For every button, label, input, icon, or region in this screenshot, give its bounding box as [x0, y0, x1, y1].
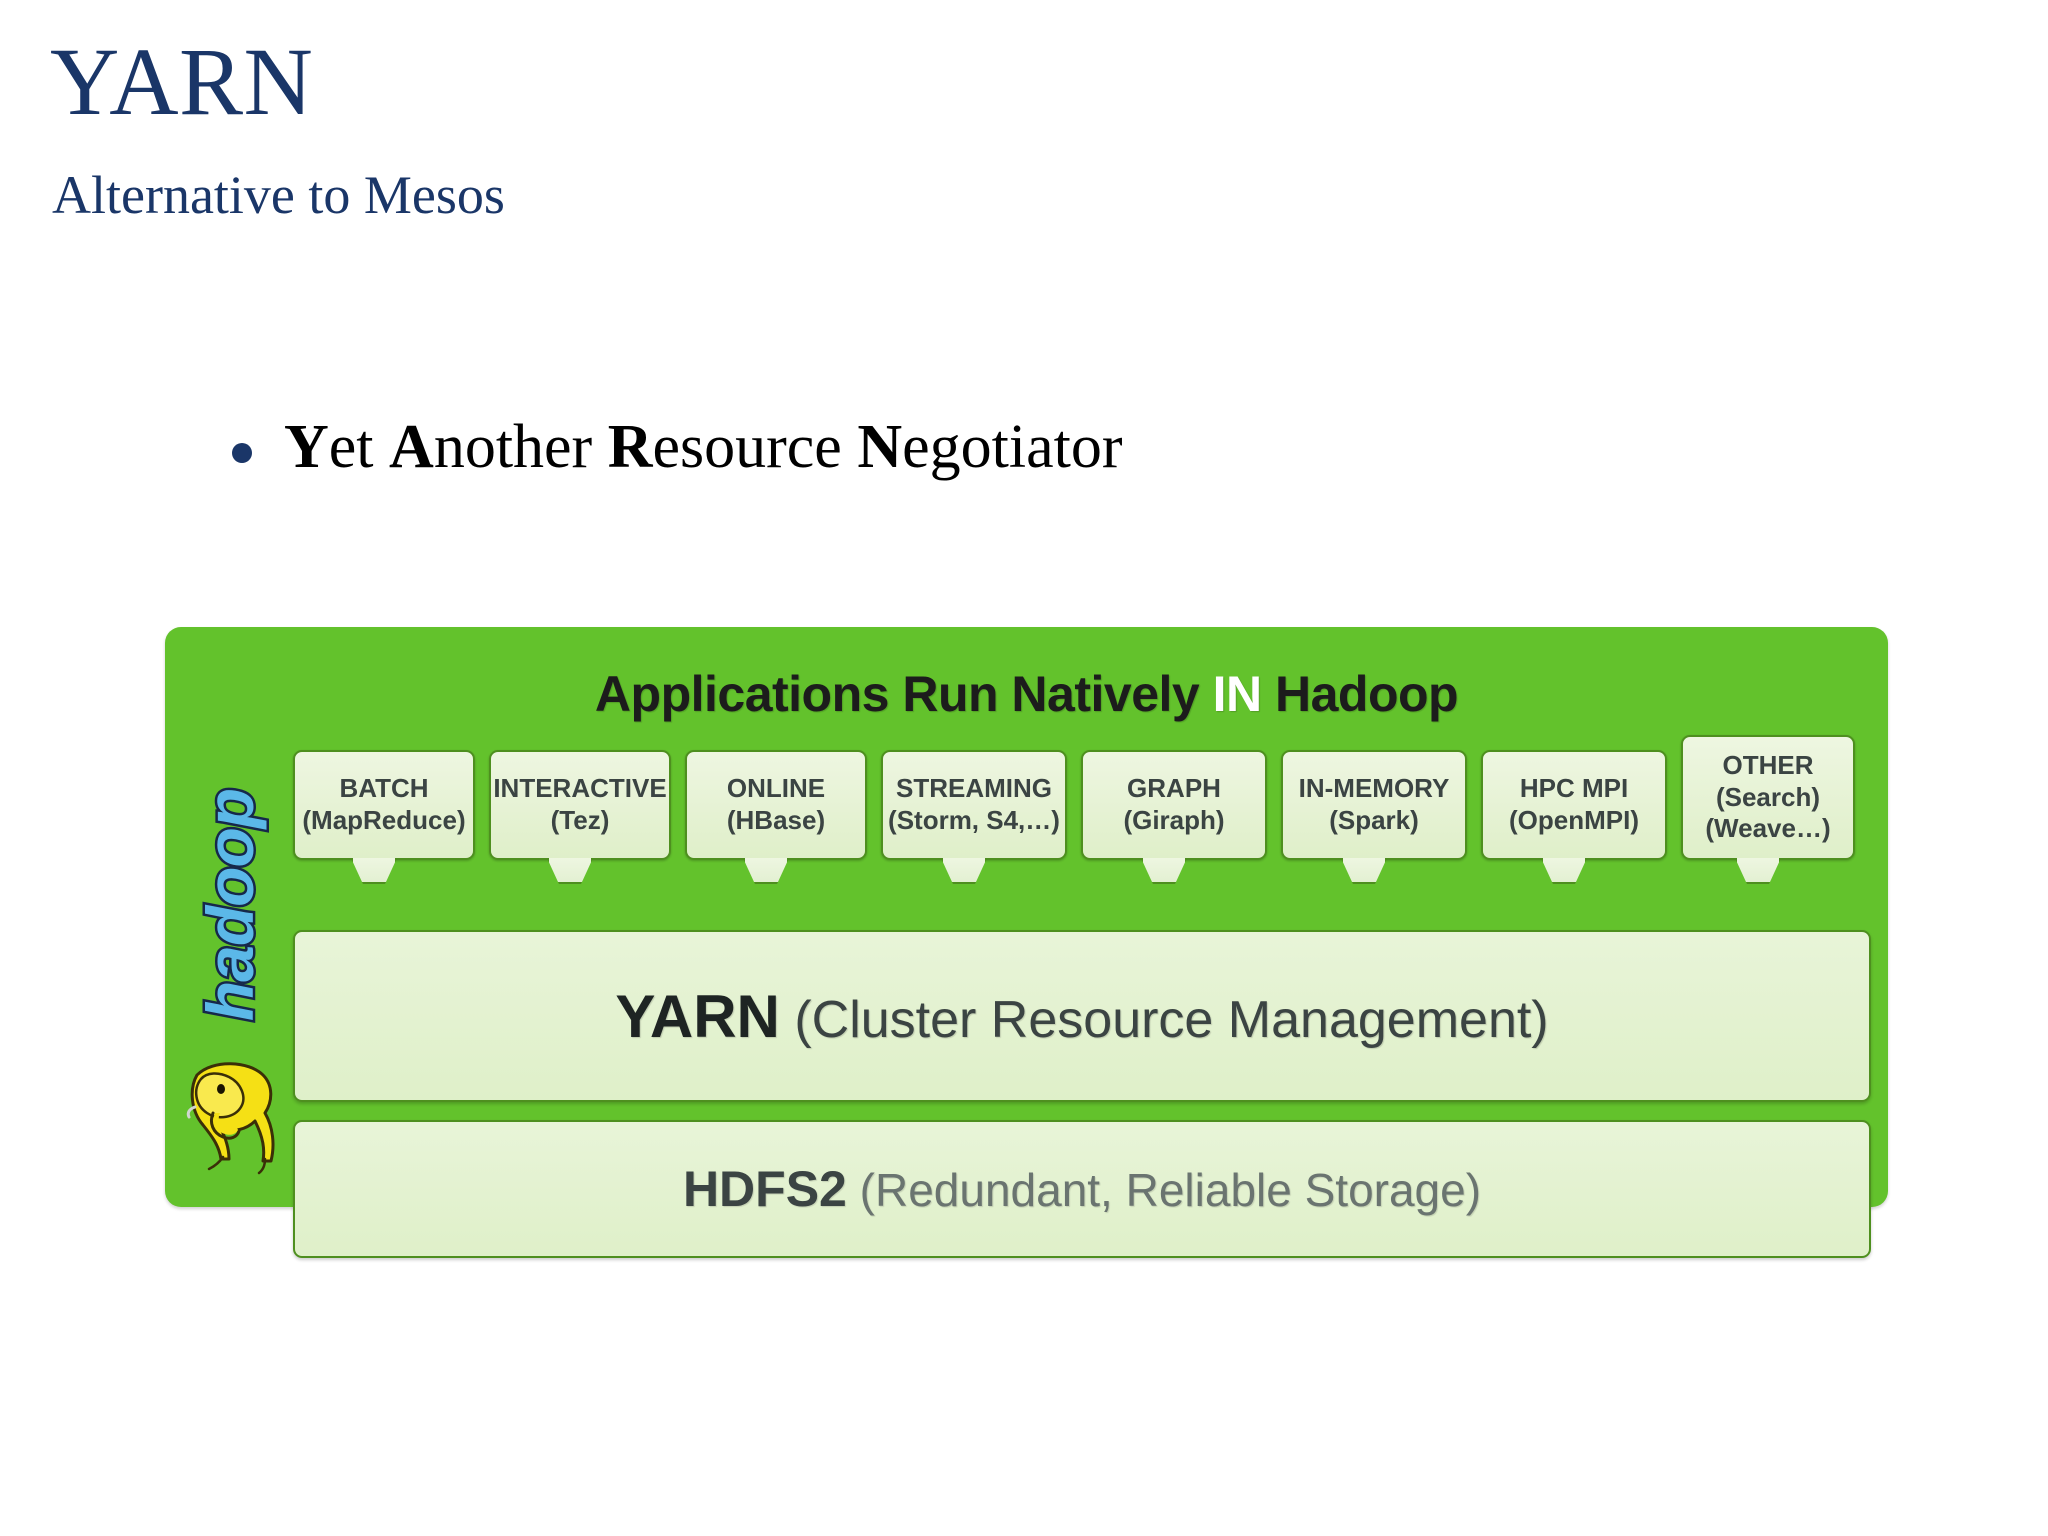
app-box-in-memory-subtitle: (Spark)	[1329, 805, 1419, 835]
bullet-initial-a: A	[389, 413, 434, 481]
hdfs-layer-description: (Redundant, Reliable Storage)	[846, 1164, 1482, 1216]
app-box-online[interactable]: ONLINE (HBase)	[685, 750, 867, 860]
connector-stem-other	[1735, 858, 1781, 884]
diagram-heading: Applications Run Natively IN Hadoop	[165, 665, 1888, 723]
connector-stem-hpc-mpi	[1541, 858, 1587, 884]
app-box-interactive-subtitle: (Tez)	[550, 805, 610, 835]
diagram-heading-part1: Applications Run Natively	[594, 666, 1213, 722]
app-box-other-subtitle2: (Weave…)	[1705, 813, 1831, 844]
app-box-online-title: ONLINE	[726, 773, 826, 804]
app-box-in-memory-title: IN-MEMORY	[1298, 773, 1450, 804]
app-box-batch-title: BATCH	[339, 773, 429, 804]
app-box-graph-subtitle: (Giraph)	[1123, 805, 1225, 835]
app-box-hpc-mpi[interactable]: HPC MPI (OpenMPI)	[1481, 750, 1667, 860]
bullet-word-yet: et	[328, 413, 390, 481]
app-box-streaming-title: STREAMING	[896, 773, 1052, 804]
page-title: YARN	[50, 28, 314, 135]
app-box-interactive-title: INTERACTIVE	[493, 773, 667, 804]
app-box-online-subtitle: (HBase)	[726, 805, 826, 835]
bullet-word-resource: esource	[652, 413, 858, 481]
connector-stem-in-memory	[1341, 858, 1387, 884]
yarn-layer-description: (Cluster Resource Management)	[779, 990, 1549, 1049]
connector-stem-streaming	[941, 858, 987, 884]
bullet-point-icon	[232, 443, 252, 463]
app-box-other[interactable]: OTHER (Search) (Weave…)	[1681, 735, 1855, 860]
hadoop-stack-diagram: Applications Run Natively IN Hadoop hado…	[165, 627, 1888, 1258]
app-box-in-memory[interactable]: IN-MEMORY (Spark)	[1281, 750, 1467, 860]
bullet-text: Yet Another Resource Negotiator	[284, 413, 1123, 481]
app-box-other-subtitle: (Search)	[1715, 781, 1821, 812]
hadoop-logo: hadoop	[175, 737, 283, 1187]
bullet-list-item: Yet Another Resource Negotiator	[232, 413, 1123, 481]
hadoop-elephant-icon	[186, 1062, 275, 1175]
bullet-initial-r: R	[607, 413, 653, 481]
app-box-batch[interactable]: BATCH (MapReduce)	[293, 750, 475, 860]
app-box-hpc-mpi-title: HPC MPI	[1519, 773, 1629, 804]
bullet-word-negotiator: egotiator	[902, 413, 1123, 481]
bullet-initial-y: Y	[284, 413, 329, 481]
app-box-other-title: OTHER	[1722, 749, 1814, 780]
connector-stem-online	[743, 858, 789, 884]
diagram-heading-highlight: IN	[1212, 666, 1263, 722]
bullet-initial-n: N	[857, 413, 903, 481]
connector-stem-graph	[1141, 858, 1187, 884]
yarn-layer-label: YARN (Cluster Resource Management)	[615, 982, 1548, 1051]
app-box-graph[interactable]: GRAPH (Giraph)	[1081, 750, 1267, 860]
app-box-interactive[interactable]: INTERACTIVE (Tez)	[489, 750, 671, 860]
yarn-layer-band[interactable]: YARN (Cluster Resource Management)	[293, 930, 1871, 1102]
app-box-graph-title: GRAPH	[1127, 773, 1221, 804]
connector-stem-batch	[351, 858, 397, 884]
diagram-heading-part2: Hadoop	[1261, 666, 1459, 722]
page-subtitle: Alternative to Mesos	[52, 165, 505, 225]
connector-stem-interactive	[547, 858, 593, 884]
hdfs-layer-band[interactable]: HDFS2 (Redundant, Reliable Storage)	[293, 1120, 1871, 1258]
hdfs-layer-name: HDFS2	[682, 1161, 847, 1217]
hdfs-layer-label: HDFS2 (Redundant, Reliable Storage)	[683, 1160, 1481, 1218]
app-box-streaming-subtitle: (Storm, S4,…)	[888, 805, 1060, 835]
bullet-word-another: nother	[433, 413, 608, 481]
app-box-streaming[interactable]: STREAMING (Storm, S4,…)	[881, 750, 1067, 860]
app-box-hpc-mpi-subtitle: (OpenMPI)	[1509, 805, 1639, 835]
yarn-layer-name: YARN	[615, 982, 780, 1050]
app-box-batch-subtitle: (MapReduce)	[302, 805, 466, 835]
